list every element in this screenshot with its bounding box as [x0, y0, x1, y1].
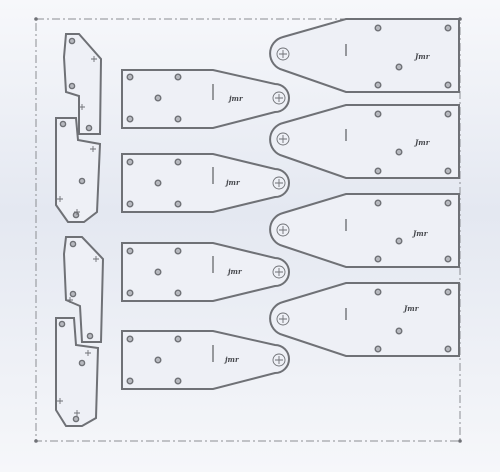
plate-hole	[174, 115, 182, 123]
logo-mark: Jmr	[402, 304, 420, 313]
trapezoid-plate[interactable]: Jmr	[269, 18, 460, 93]
plate-hole	[154, 94, 162, 102]
plate-hole	[126, 158, 134, 166]
plate-hole	[444, 110, 452, 118]
plate-hole	[444, 199, 452, 207]
plate-hole	[174, 73, 182, 81]
plate-hole	[126, 335, 134, 343]
plate-hole	[374, 167, 382, 175]
plate-hole	[154, 356, 162, 364]
plate-hole	[126, 247, 134, 255]
plate-hole	[174, 200, 182, 208]
bracket-hole	[69, 240, 77, 248]
trapezoid-plate[interactable]: Jmr	[269, 104, 460, 179]
plate-hole	[174, 247, 182, 255]
bracket-hole	[59, 120, 67, 128]
bracket-hole	[68, 82, 76, 90]
plate-hole	[444, 288, 452, 296]
plate-hole	[374, 345, 382, 353]
narrow-bracket[interactable]	[55, 117, 102, 223]
bracket-hole	[58, 320, 66, 328]
narrow-bracket[interactable]	[62, 236, 105, 343]
logo-mark: Jmr	[411, 229, 429, 238]
logo-mark: jmr	[226, 267, 243, 276]
plate-hole	[174, 377, 182, 385]
bracket-hole	[78, 177, 86, 185]
plate-hole	[174, 158, 182, 166]
logo-mark: jmr	[227, 94, 244, 103]
plate-hole	[126, 200, 134, 208]
plate-hole	[444, 167, 452, 175]
trapezoid-plate[interactable]: Jmr	[269, 193, 460, 268]
tab-plate[interactable]: jmr	[121, 242, 290, 302]
plate-hole	[444, 255, 452, 263]
bracket-hole	[86, 332, 94, 340]
logo-mark: Jmr	[413, 52, 431, 61]
plate-hole	[374, 199, 382, 207]
bracket-hole	[68, 37, 76, 45]
plate-hole	[395, 148, 403, 156]
plate-hole	[174, 289, 182, 297]
plate-hole	[444, 81, 452, 89]
plate-hole	[154, 179, 162, 187]
logo-mark: jmr	[224, 178, 241, 187]
sheet-corner	[458, 439, 462, 443]
sheet-corner	[34, 17, 38, 21]
tab-plate[interactable]: jmr	[121, 330, 290, 390]
plate-hole	[154, 268, 162, 276]
plate-hole	[174, 335, 182, 343]
bracket-hole	[72, 211, 80, 219]
plate-hole	[444, 345, 452, 353]
plate-hole	[374, 81, 382, 89]
plate-hole	[374, 110, 382, 118]
plate-hole	[126, 73, 134, 81]
trapezoid-plate[interactable]: Jmr	[269, 282, 460, 357]
logo-mark: Jmr	[413, 138, 431, 147]
plate-hole	[395, 63, 403, 71]
plate-hole	[395, 327, 403, 335]
bracket-hole	[69, 290, 77, 298]
sheet-corner	[34, 439, 38, 443]
bracket-hole	[78, 359, 86, 367]
plate-hole	[374, 24, 382, 32]
tab-plate[interactable]: jmr	[121, 69, 290, 129]
logo-mark: jmr	[223, 355, 240, 364]
plate-hole	[126, 115, 134, 123]
tab-plate[interactable]: jmr	[121, 153, 290, 213]
plate-hole	[126, 377, 134, 385]
narrow-bracket[interactable]	[62, 33, 103, 135]
plate-hole	[374, 288, 382, 296]
bracket-hole	[72, 415, 80, 423]
narrow-bracket[interactable]	[55, 317, 100, 427]
bracket-hole	[85, 124, 93, 132]
plate-hole	[395, 237, 403, 245]
plate-hole	[126, 289, 134, 297]
plate-hole	[444, 24, 452, 32]
plate-hole	[374, 255, 382, 263]
